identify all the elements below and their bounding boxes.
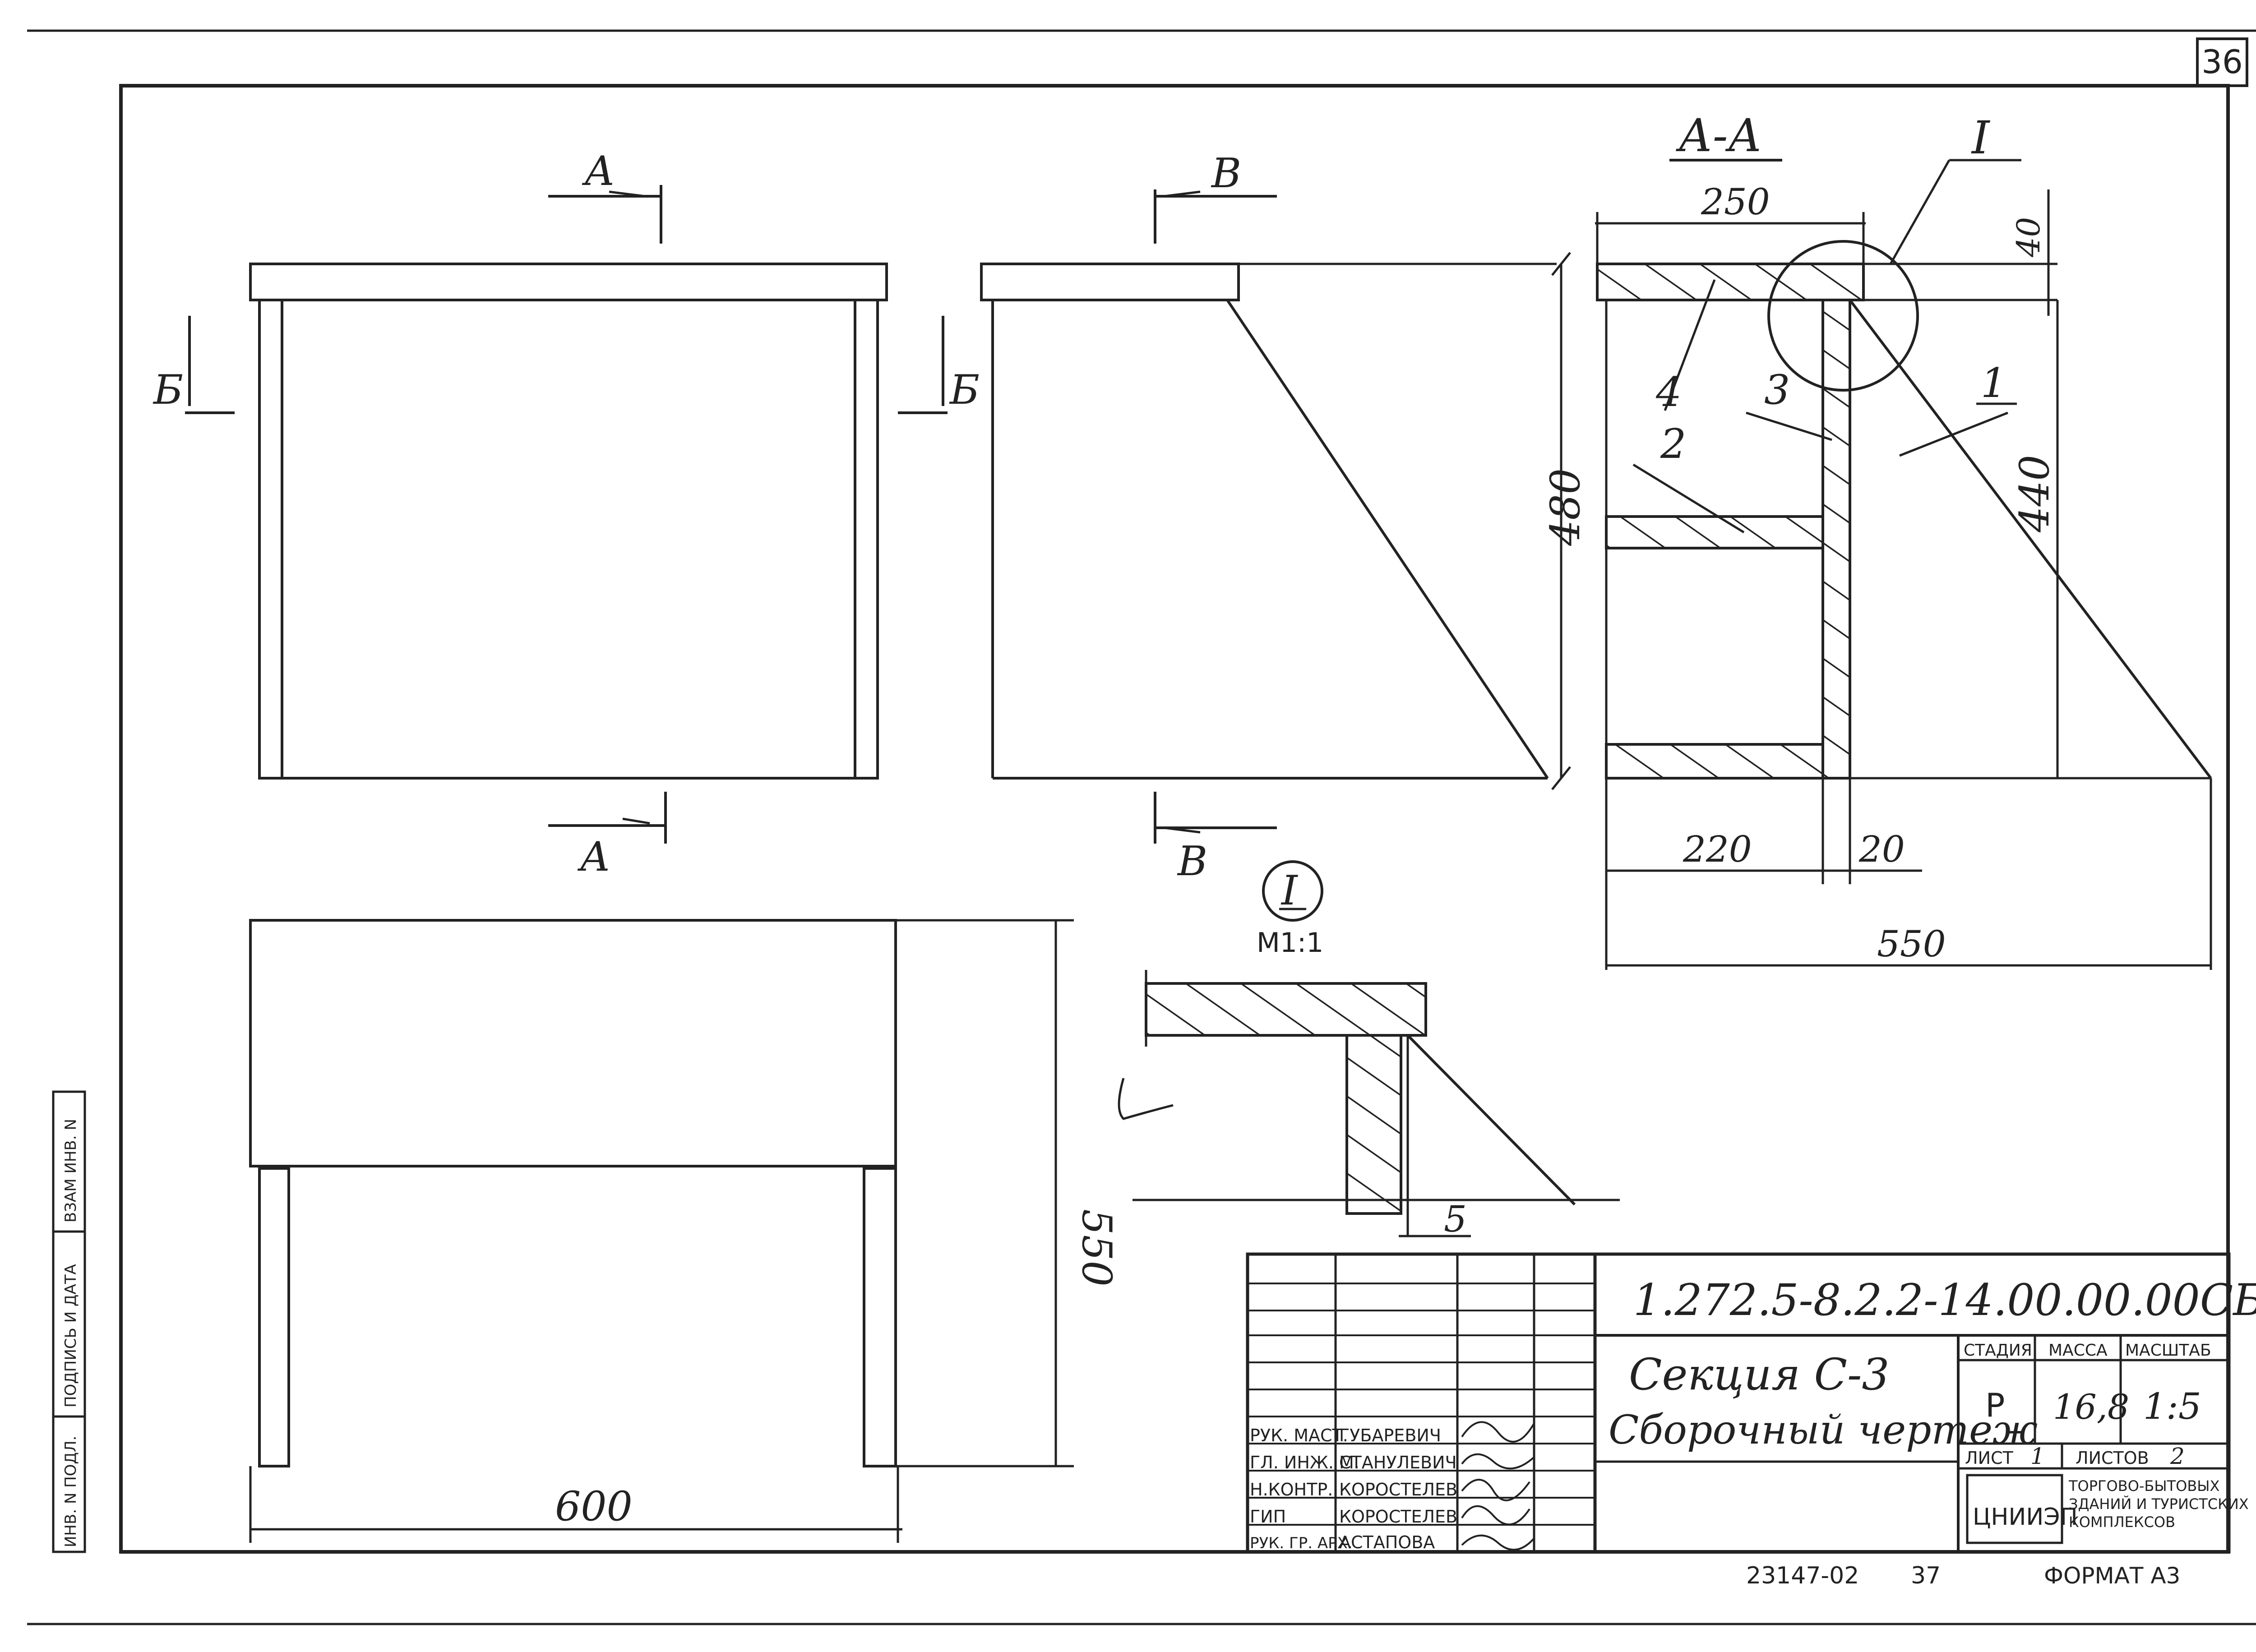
front-right-post — [854, 299, 879, 780]
scale-header: МАСШТАБ — [2125, 1341, 2211, 1360]
section-top-board — [1596, 263, 1865, 301]
dim-top-width: 250 — [1701, 181, 1770, 223]
role-5: РУК. ГР. АРХ. — [1250, 1534, 1353, 1552]
name-4: КОРОСТЕЛЕВ — [1339, 1507, 1457, 1527]
product-name: Секция С-3 — [1629, 1349, 1889, 1400]
role-1: РУК. МАСТ. — [1250, 1426, 1348, 1445]
detail-top-board — [1145, 982, 1427, 1037]
front-top-board — [249, 263, 888, 301]
side-dim-height: 480 — [1542, 468, 1589, 546]
dim-height-440: 440 — [2011, 455, 2058, 533]
position-3: 3 — [1764, 366, 1790, 414]
org-line-3: КОМПЛЕКСОВ — [2069, 1514, 2175, 1531]
side-bracket-diagonal — [1226, 299, 1549, 779]
front-view: А А Б Б — [153, 148, 980, 881]
signature-scribbles — [1461, 1421, 1535, 1551]
sheet-label: ЛИСТ — [1965, 1448, 2014, 1468]
name-5: АСТАПОВА — [1339, 1532, 1435, 1552]
name-2: СТАНУЛЕВИЧ — [1339, 1453, 1457, 1472]
detail-post — [1345, 1034, 1402, 1215]
plan-top-board — [249, 919, 897, 1167]
name-3: КОРОСТЕЛЕВ — [1339, 1480, 1457, 1500]
plan-left-post — [258, 1167, 290, 1467]
plan-dim-width: 600 — [555, 1483, 633, 1530]
detail-dim-gap: 5 — [1444, 1198, 1467, 1240]
dim-total-550: 550 — [1877, 923, 1946, 965]
section-shelf-middle — [1605, 515, 1824, 549]
sheets-value: 2 — [2170, 1443, 2185, 1469]
role-4: ГИП — [1250, 1507, 1286, 1527]
side-label-inv-podl: ИНВ. N ПОДЛ. — [62, 1436, 80, 1547]
org-line-1: ТОРГОВО-БЫТОВЫХ — [2068, 1477, 2219, 1495]
dim-post-20: 20 — [1858, 828, 1905, 870]
front-left-post — [258, 299, 283, 780]
position-2: 2 — [1660, 420, 1686, 468]
section-post — [1821, 299, 1851, 780]
cut-v-top-label: В — [1211, 150, 1241, 197]
page-number-box: 36 — [2196, 37, 2248, 87]
footer-format: ФОРМАТ А3 — [2044, 1563, 2180, 1589]
side-top-board — [980, 263, 1240, 301]
side-label-vzam: ВЗАМ ИНВ. N — [62, 1119, 80, 1223]
side-stamp-strip: ИНВ. N ПОДЛ. ПОДПИСЬ И ДАТА ВЗАМ ИНВ. N — [52, 1090, 86, 1553]
cut-v-bottom-label: В — [1177, 838, 1207, 885]
cut-a-top-label: А — [582, 148, 615, 195]
scale-value: 1:5 — [2143, 1385, 2201, 1427]
org-logo: ЦНИИЭП — [1973, 1504, 2078, 1531]
sheet-value: 1 — [2030, 1443, 2045, 1469]
name-1: ГУБАРЕВИЧ — [1339, 1426, 1441, 1445]
position-4: 4 — [1655, 369, 1682, 416]
plan-right-post — [863, 1167, 897, 1467]
detail-ref: I — [1281, 867, 1298, 914]
side-label-podpis: ПОДПИСЬ И ДАТА — [62, 1264, 80, 1407]
cut-b-left-label: Б — [153, 366, 183, 414]
section-a-a: А-А I 250 40 440 — [1595, 109, 2212, 970]
detail-i: I М1:1 5 — [1118, 860, 1620, 1240]
plan-view: 550 600 — [249, 919, 1120, 1543]
stage-value: Р — [1985, 1386, 2005, 1424]
role-3: Н.КОНТР. — [1250, 1480, 1333, 1500]
footer-code: 23147-02 — [1746, 1562, 1859, 1589]
detail-circle-ref — [1767, 240, 1919, 392]
mass-value: 16,8 — [2053, 1387, 2129, 1427]
section-shelf-bottom — [1605, 743, 1824, 780]
side-view: 480 В В — [980, 150, 1589, 885]
mass-header: МАССА — [2048, 1341, 2108, 1360]
stage-header: СТАДИЯ — [1964, 1341, 2032, 1360]
title-block: РУК. МАСТ. ГУБАРЕВИЧ ГЛ. ИНЖ. М. СТАНУЛЕ… — [1246, 1252, 2256, 1554]
role-2: ГЛ. ИНЖ. М. — [1250, 1453, 1359, 1472]
org-line-2: ЗДАНИЙ И ТУРИСТСКИХ — [2069, 1495, 2249, 1513]
plan-dim-depth: 550 — [1073, 1209, 1120, 1287]
drawing-designation: 1.272.5-8.2.2-14.00.00.00СБ — [1633, 1275, 2256, 1325]
dim-shelf-220: 220 — [1683, 828, 1752, 870]
page-number: 36 — [2201, 43, 2243, 81]
cut-a-bottom-label: А — [577, 833, 610, 881]
section-detail-ref: I — [1971, 111, 1991, 164]
section-bracket-diagonal — [1849, 299, 2212, 779]
drawing-frame — [119, 84, 2230, 1554]
footer-num: 37 — [1911, 1562, 1941, 1589]
cut-b-right-label: Б — [949, 366, 980, 414]
section-title: А-А — [1676, 109, 1762, 162]
sheets-label: ЛИСТОВ — [2076, 1448, 2149, 1468]
drawing-type: Сборочный чертеж — [1609, 1407, 2038, 1453]
position-1: 1 — [1981, 360, 2006, 407]
dim-top-thickness: 40 — [2010, 217, 2047, 258]
detail-scale: М1:1 — [1257, 927, 1323, 959]
